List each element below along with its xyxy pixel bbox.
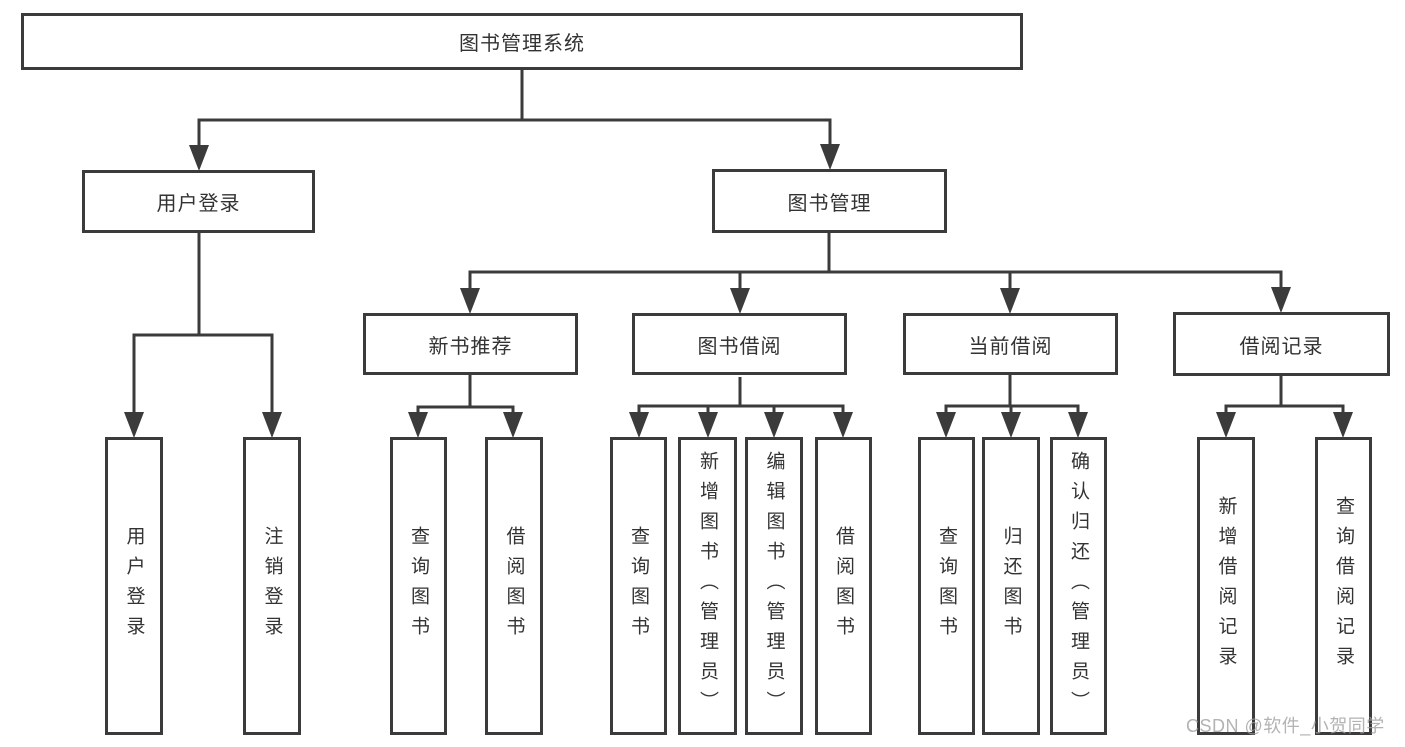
node-new-book-recommend: 新书推荐 — [363, 313, 578, 375]
connector-current-borrow-to-leaves — [936, 375, 1088, 438]
node-leaf-user-login-label: 用户登录 — [123, 526, 145, 646]
node-new-book-recommend-label: 新书推荐 — [428, 335, 513, 358]
node-leaf-confirm-return-admin: 确认归还（管理员） — [1050, 437, 1107, 735]
node-root: 图书管理系统 — [21, 13, 1023, 70]
node-leaf-edit-books-admin-label: 编辑图书（管理员） — [763, 451, 785, 721]
node-leaf-borrow-books-borrow-label: 借阅图书 — [833, 526, 854, 646]
node-leaf-add-books-admin: 新增图书（管理员） — [678, 437, 737, 735]
node-leaf-return-books-label: 归还图书 — [1000, 526, 1022, 646]
node-user-login: 用户登录 — [82, 170, 315, 233]
node-current-borrow: 当前借阅 — [903, 313, 1118, 375]
node-leaf-add-books-admin-label: 新增图书（管理员） — [697, 451, 718, 721]
node-leaf-user-login: 用户登录 — [105, 437, 163, 735]
connector-new-book-recommend-to-leaves — [408, 375, 523, 438]
node-root-label: 图书管理系统 — [459, 33, 585, 55]
node-leaf-query-borrow-record: 查询借阅记录 — [1315, 437, 1372, 735]
node-leaf-confirm-return-admin-label: 确认归还（管理员） — [1068, 451, 1089, 721]
node-leaf-edit-books-admin: 编辑图书（管理员） — [745, 437, 803, 735]
node-leaf-add-borrow-record-label: 新增借阅记录 — [1215, 496, 1237, 676]
node-borrow-record: 借阅记录 — [1173, 312, 1390, 376]
node-leaf-query-books-recommend: 查询图书 — [390, 437, 447, 735]
node-leaf-query-books-recommend-label: 查询图书 — [408, 526, 429, 646]
node-book-borrow: 图书借阅 — [632, 313, 847, 375]
connector-borrow-record-to-leaves — [1216, 376, 1353, 438]
node-leaf-logout: 注销登录 — [243, 437, 301, 735]
node-leaf-query-books-current: 查询图书 — [918, 437, 975, 735]
node-leaf-borrow-books-recommend-label: 借阅图书 — [503, 526, 525, 646]
node-book-borrow-label: 图书借阅 — [697, 335, 782, 358]
node-leaf-borrow-books-borrow: 借阅图书 — [815, 437, 872, 735]
node-leaf-query-books-borrow-label: 查询图书 — [628, 526, 649, 646]
connector-root-to-level2 — [189, 70, 840, 171]
node-leaf-return-books: 归还图书 — [982, 437, 1040, 735]
node-leaf-query-books-current-label: 查询图书 — [936, 526, 957, 646]
node-book-management: 图书管理 — [712, 169, 947, 233]
connector-user-login-to-leaves — [124, 233, 282, 438]
connector-book-borrow-to-leaves — [629, 377, 853, 438]
node-leaf-query-books-borrow: 查询图书 — [610, 437, 667, 735]
connector-book-management-to-level3 — [460, 233, 1291, 314]
node-leaf-add-borrow-record: 新增借阅记录 — [1197, 437, 1255, 735]
node-leaf-borrow-books-recommend: 借阅图书 — [485, 437, 543, 735]
node-leaf-logout-label: 注销登录 — [261, 526, 283, 646]
watermark: CSDN @软件_小贺同学 — [1186, 716, 1385, 736]
node-current-borrow-label: 当前借阅 — [968, 335, 1053, 358]
node-book-management-label: 图书管理 — [787, 192, 872, 215]
node-borrow-record-label: 借阅记录 — [1239, 335, 1324, 358]
node-user-login-label: 用户登录 — [156, 193, 241, 215]
node-leaf-query-borrow-record-label: 查询借阅记录 — [1333, 496, 1354, 676]
